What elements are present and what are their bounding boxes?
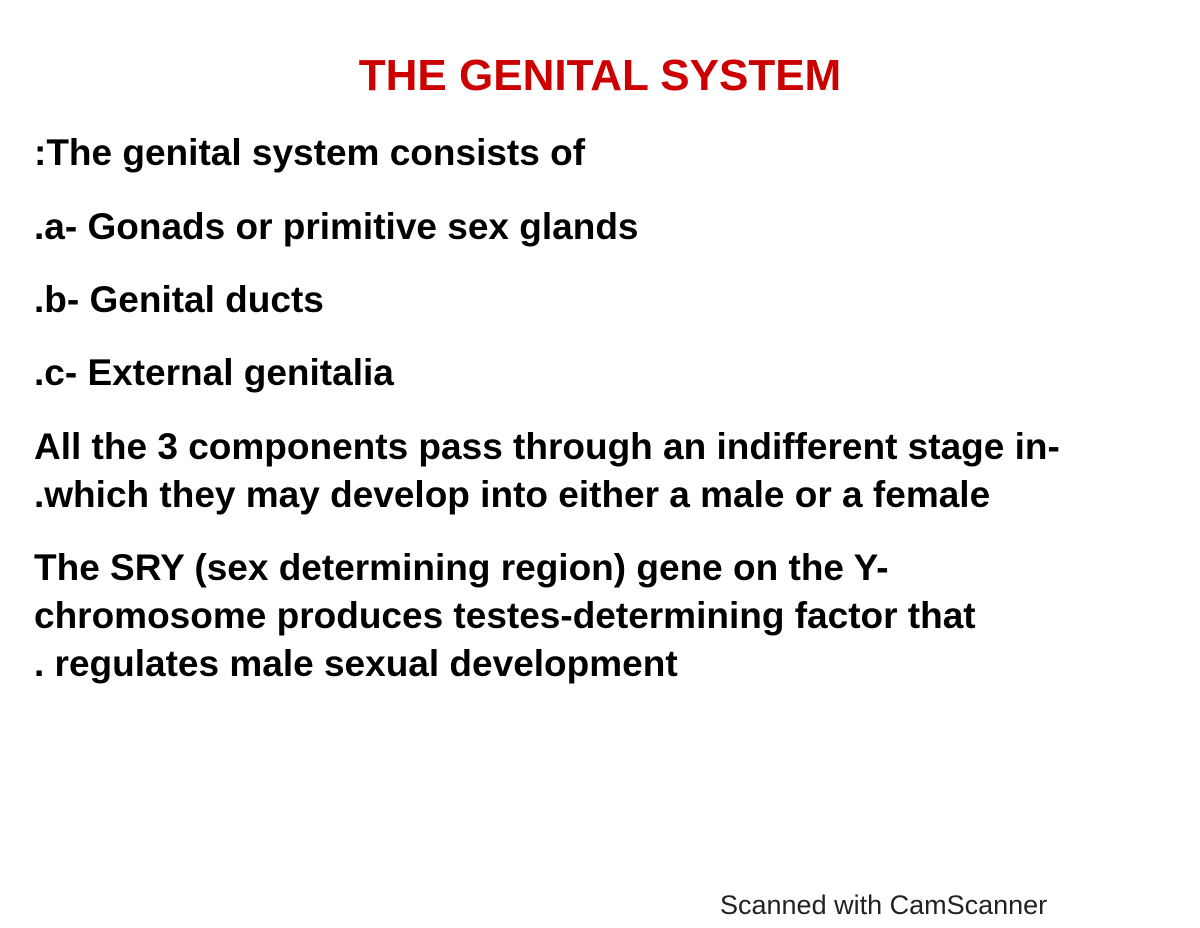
- paragraph-sry-line-3: . regulates male sexual development: [34, 643, 678, 684]
- paragraph-sry-line-2: chromosome produces testes-determining f…: [34, 595, 976, 636]
- page-title: THE GENITAL SYSTEM: [358, 51, 842, 100]
- paragraph-indifferent-stage-line-1: All the 3 components pass through an ind…: [34, 426, 1060, 467]
- camscanner-watermark: Scanned with CamScanner: [720, 890, 1048, 920]
- list-item-external-genitalia: .c- External genitalia: [34, 352, 394, 393]
- list-item-genital-ducts: .b- Genital ducts: [34, 279, 324, 320]
- paragraph-indifferent-stage-line-2: .which they may develop into either a ma…: [34, 474, 991, 515]
- paragraph-sry-line-1: The SRY (sex determining region) gene on…: [34, 547, 889, 588]
- list-item-gonads: .a- Gonads or primitive sex glands: [34, 206, 639, 247]
- intro-line: :The genital system consists of: [34, 132, 586, 173]
